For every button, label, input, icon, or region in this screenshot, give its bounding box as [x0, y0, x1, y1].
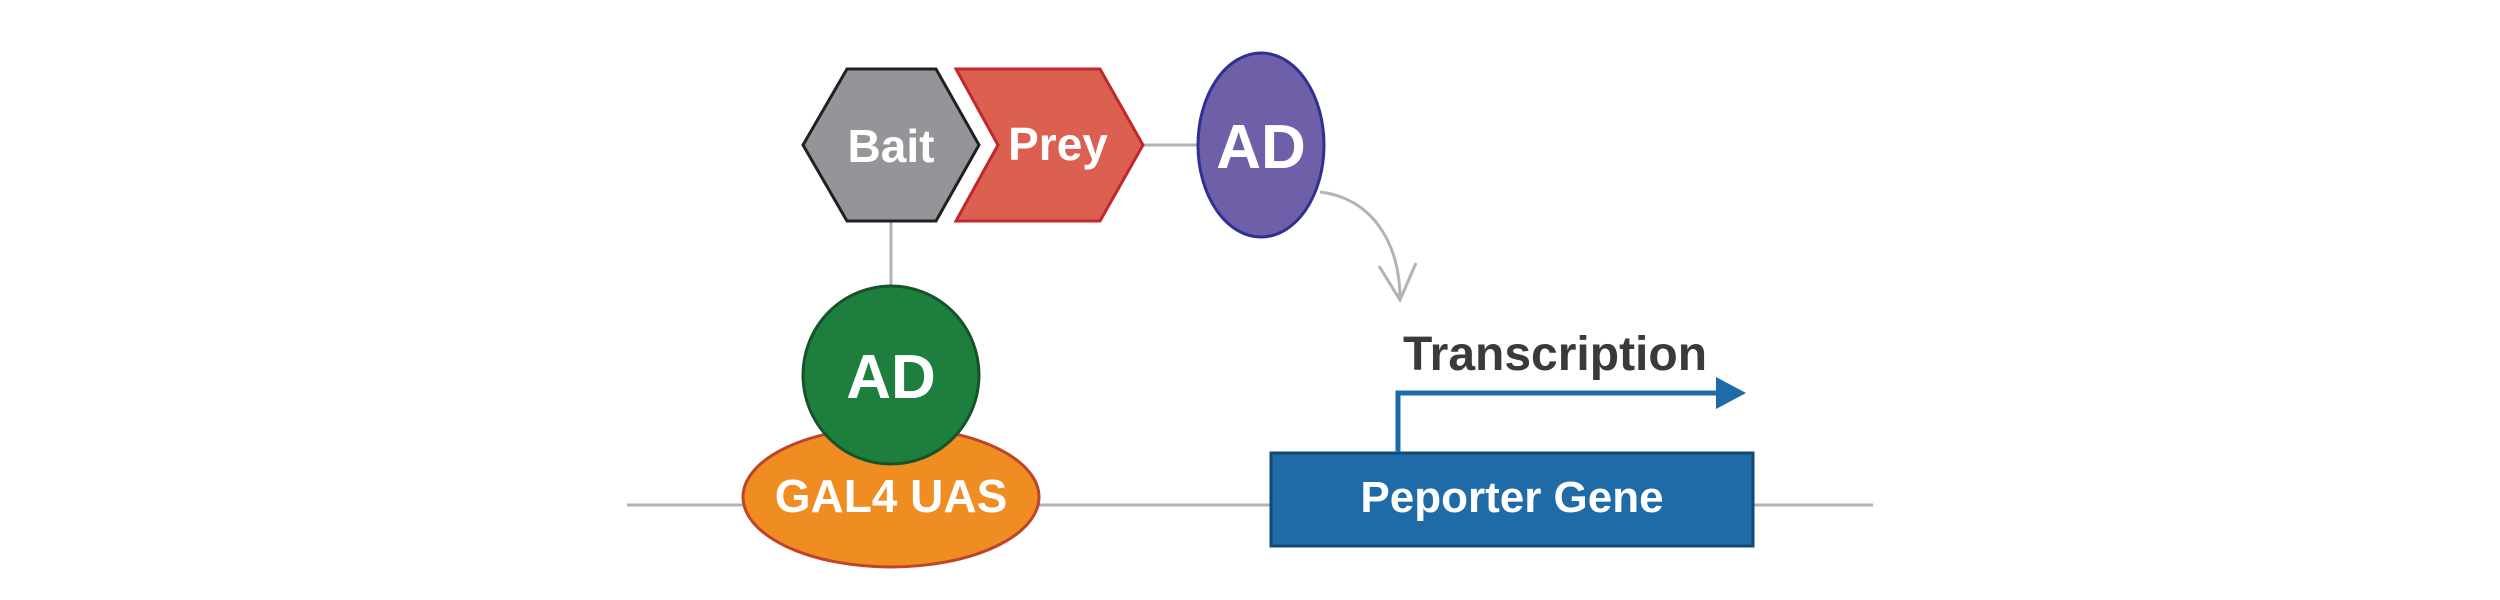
prey-ad-label: AD	[1216, 113, 1306, 182]
transcription-arrowhead-icon	[1716, 377, 1746, 409]
bound-ad-label: AD	[846, 343, 936, 412]
activation-arrow	[1319, 190, 1402, 301]
reporter-gene-node: Peporter Gene	[1269, 451, 1755, 548]
bait-label: Bait	[848, 120, 935, 172]
activation-arrowhead-icon	[1377, 262, 1418, 304]
bound-ad-node: AD	[801, 284, 981, 466]
bait-node: Bait	[801, 67, 981, 223]
transcription-arrow	[1395, 390, 1720, 452]
transcription-label: Transcription	[1403, 328, 1707, 381]
prey-shape	[953, 67, 1145, 223]
prey-node: Prey	[953, 67, 1145, 223]
prey-ad-shape	[1196, 51, 1326, 239]
gal4-uas-node: GAL4 UAS	[741, 425, 1041, 569]
bound-ad-shape	[801, 284, 981, 466]
reporter-gene-shape	[1269, 451, 1755, 548]
reporter-gene-label: Peporter Gene	[1360, 473, 1663, 522]
gal4-uas-label: GAL4 UAS	[775, 470, 1008, 522]
bait-shape	[801, 67, 981, 223]
prey-label: Prey	[1008, 118, 1108, 170]
prey-ad-node: AD	[1196, 51, 1326, 239]
